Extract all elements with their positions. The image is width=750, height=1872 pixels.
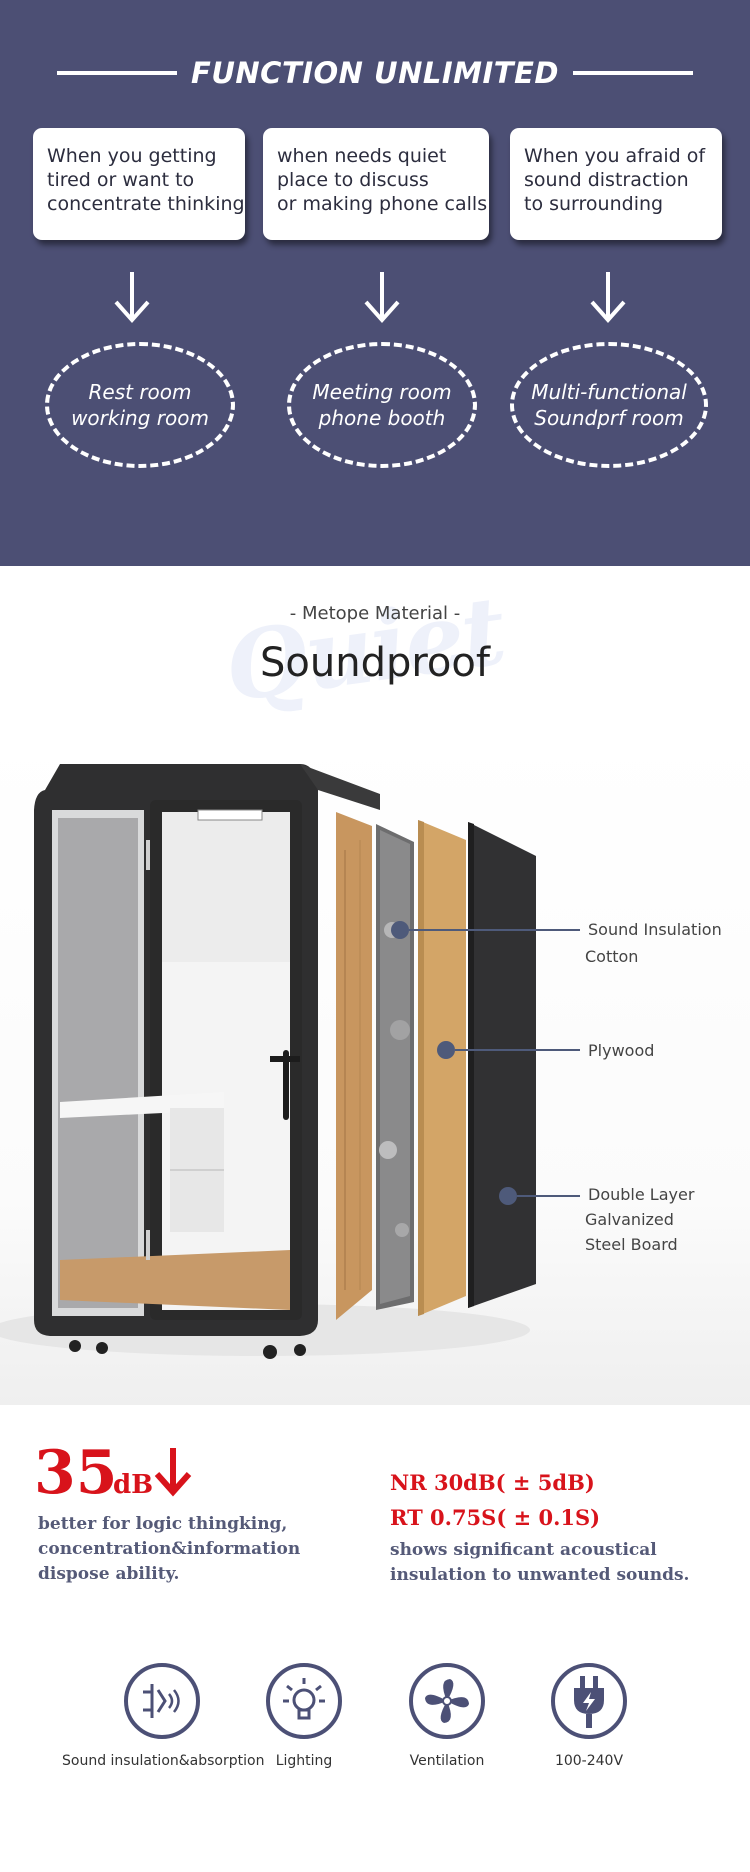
red-down-arrow-icon bbox=[154, 1448, 192, 1497]
acoustic-description: shows significant acoustical insulation … bbox=[390, 1538, 689, 1588]
feature-label-sound: Sound insulation&absorption bbox=[62, 1753, 265, 1769]
label-plywood: Plywood bbox=[588, 1038, 654, 1063]
card-line: tired or want to bbox=[47, 169, 195, 191]
use-case-meeting-room: Meeting room phone booth bbox=[287, 342, 477, 468]
label-line: Galvanized bbox=[585, 1210, 674, 1229]
banner-title-row: FUNCTION UNLIMITED bbox=[0, 50, 750, 96]
scenario-card-3: When you afraid of sound distraction to … bbox=[510, 128, 722, 240]
use-case-line: working room bbox=[71, 406, 209, 430]
banner-title: FUNCTION UNLIMITED bbox=[191, 56, 559, 90]
acoustic-description-line: insulation to unwanted sounds. bbox=[390, 1565, 690, 1585]
function-banner: FUNCTION UNLIMITED When you getting tire… bbox=[0, 0, 750, 566]
card-line: When you afraid of bbox=[524, 145, 706, 167]
db-description-line: better for logic thingking, bbox=[38, 1514, 288, 1534]
feature-label-lighting: Lighting bbox=[275, 1753, 333, 1769]
label-line: Cotton bbox=[585, 947, 639, 966]
booth-illustration-area bbox=[0, 730, 750, 1405]
arrow-down-icon bbox=[590, 272, 626, 324]
label-line: Plywood bbox=[588, 1041, 655, 1060]
use-case-line: Soundprf room bbox=[534, 406, 684, 430]
acoustic-description-line: shows significant acoustical bbox=[390, 1540, 657, 1560]
use-case-multi-functional: Multi-functional Soundprf room bbox=[510, 342, 708, 468]
feature-label-voltage: 100-240V bbox=[554, 1753, 624, 1769]
db-description: better for logic thingking, concentratio… bbox=[38, 1512, 300, 1587]
section-subtitle: - Metope Material - bbox=[289, 603, 461, 624]
use-case-line: Multi-functional bbox=[531, 380, 687, 404]
use-case-line: phone booth bbox=[318, 406, 446, 430]
db-description-line: dispose ability. bbox=[38, 1564, 180, 1584]
use-case-rest-room: Rest room working room bbox=[45, 342, 235, 468]
card-line: to surrounding bbox=[524, 193, 664, 215]
db-description-line: concentration&information bbox=[38, 1539, 301, 1559]
db-reduction-unit: dB bbox=[113, 1470, 154, 1500]
sound-insulation-icon bbox=[124, 1663, 200, 1739]
scenario-card-1: When you getting tired or want to concen… bbox=[33, 128, 245, 240]
feature-label-ventilation: Ventilation bbox=[409, 1753, 485, 1769]
db-reduction-value: 35 bbox=[34, 1438, 118, 1508]
fan-icon bbox=[409, 1663, 485, 1739]
power-plug-icon bbox=[551, 1663, 627, 1739]
label-insulation-cotton: Sound Insulation Cotton bbox=[585, 917, 722, 969]
reverberation-time-spec: RT 0.75S( ± 0.1S) bbox=[390, 1505, 601, 1530]
title-rule-left bbox=[57, 71, 178, 75]
label-line: Steel Board bbox=[585, 1235, 678, 1254]
card-line: when needs quiet bbox=[277, 145, 447, 167]
card-line: sound distraction bbox=[524, 169, 689, 191]
card-line: place to discuss bbox=[277, 169, 429, 191]
arrow-down-icon bbox=[114, 272, 150, 324]
use-case-line: Rest room bbox=[88, 380, 192, 404]
section-title: Soundproof bbox=[260, 640, 490, 686]
noise-reduction-spec: NR 30dB( ± 5dB) bbox=[390, 1470, 595, 1495]
use-case-line: Meeting room bbox=[312, 380, 452, 404]
booth-exploded-view bbox=[0, 764, 580, 1359]
card-line: When you getting bbox=[47, 145, 217, 167]
title-rule-right bbox=[572, 71, 693, 75]
scenario-card-2: when needs quiet place to discuss or mak… bbox=[263, 128, 489, 240]
label-line: Double Layer bbox=[588, 1185, 695, 1204]
card-line: or making phone calls bbox=[277, 193, 488, 215]
label-steel-board: Double Layer Galvanized Steel Board bbox=[585, 1182, 695, 1257]
arrow-down-icon bbox=[364, 272, 400, 324]
label-line: Sound Insulation bbox=[588, 920, 722, 939]
lightbulb-icon bbox=[266, 1663, 342, 1739]
card-line: concentrate thinking bbox=[47, 193, 245, 215]
